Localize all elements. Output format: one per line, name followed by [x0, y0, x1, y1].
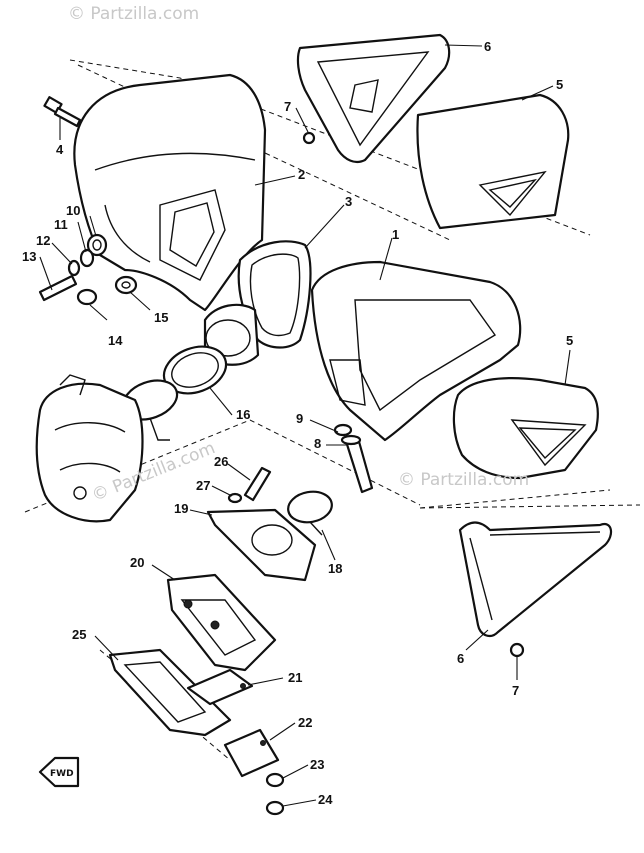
callout-12: 12 [36, 233, 51, 248]
fwd-label: FWD [50, 769, 74, 779]
air-box-upper [73, 73, 267, 312]
callout-15: 15 [154, 310, 169, 325]
screw-part-7-bottom [509, 642, 525, 658]
air-filter-element-top [416, 93, 570, 230]
callout-18: 18 [328, 561, 343, 576]
callout-26: 26 [214, 454, 229, 469]
washer-part-9 [333, 423, 353, 437]
callout-2: 2 [298, 167, 306, 182]
washer-part-12 [67, 259, 81, 277]
callout-7-top: 7 [284, 99, 292, 114]
callout-6-lower: 6 [457, 651, 465, 666]
side-cover-bracket-lower [458, 521, 613, 638]
washer-part-23 [265, 772, 285, 788]
bolt-part-8 [340, 434, 374, 494]
bolt-part-4 [43, 96, 82, 128]
callout-24: 24 [318, 792, 333, 807]
callout-19: 19 [174, 501, 189, 516]
callout-14: 14 [108, 333, 123, 348]
callout-7-lower: 7 [512, 683, 520, 698]
callout-8: 8 [314, 436, 322, 451]
collar-part-10 [86, 233, 108, 257]
carburetor [35, 374, 144, 523]
side-cover-top [296, 33, 451, 164]
reed-plate-part-21 [186, 668, 254, 706]
clamp-band-part-18 [287, 490, 333, 536]
callout-10: 10 [66, 203, 81, 218]
leader-lines [39, 44, 571, 807]
grommet-part-11 [79, 248, 95, 268]
watermark-top: © Partzilla.com [68, 4, 200, 24]
callout-1: 1 [392, 227, 400, 242]
screw-part-7-top [302, 131, 316, 145]
callout-3: 3 [345, 194, 353, 209]
callout-13: 13 [22, 249, 37, 264]
air-filter-element-lower [452, 377, 599, 480]
callout-11: 11 [54, 217, 68, 232]
callout-21: 21 [288, 670, 303, 685]
grommet-part-15 [114, 275, 138, 295]
watermark-right: © Partzilla.com [398, 470, 530, 490]
screw-part-26 [243, 466, 272, 502]
reed-valve-part-20 [166, 573, 277, 672]
joint-part-19 [206, 508, 317, 582]
reed-stopper-part-22 [223, 728, 280, 778]
callout-6-top: 6 [484, 39, 492, 54]
forward-direction-arrow: FWD [38, 756, 80, 788]
callout-22: 22 [298, 715, 313, 730]
bolt-part-13 [38, 274, 78, 302]
callout-5-lower: 5 [566, 333, 574, 348]
callout-20: 20 [130, 555, 145, 570]
callout-25: 25 [72, 627, 87, 642]
air-case-part-1 [310, 260, 522, 442]
nut-part-24 [265, 800, 285, 816]
grommet-part-14 [76, 288, 98, 306]
callout-16: 16 [236, 407, 251, 422]
callout-4: 4 [56, 142, 64, 157]
callout-27: 27 [196, 478, 211, 493]
callout-9: 9 [296, 411, 304, 426]
callout-5-top: 5 [556, 77, 564, 92]
callout-23: 23 [310, 757, 325, 772]
gasket-part-25 [108, 648, 232, 737]
